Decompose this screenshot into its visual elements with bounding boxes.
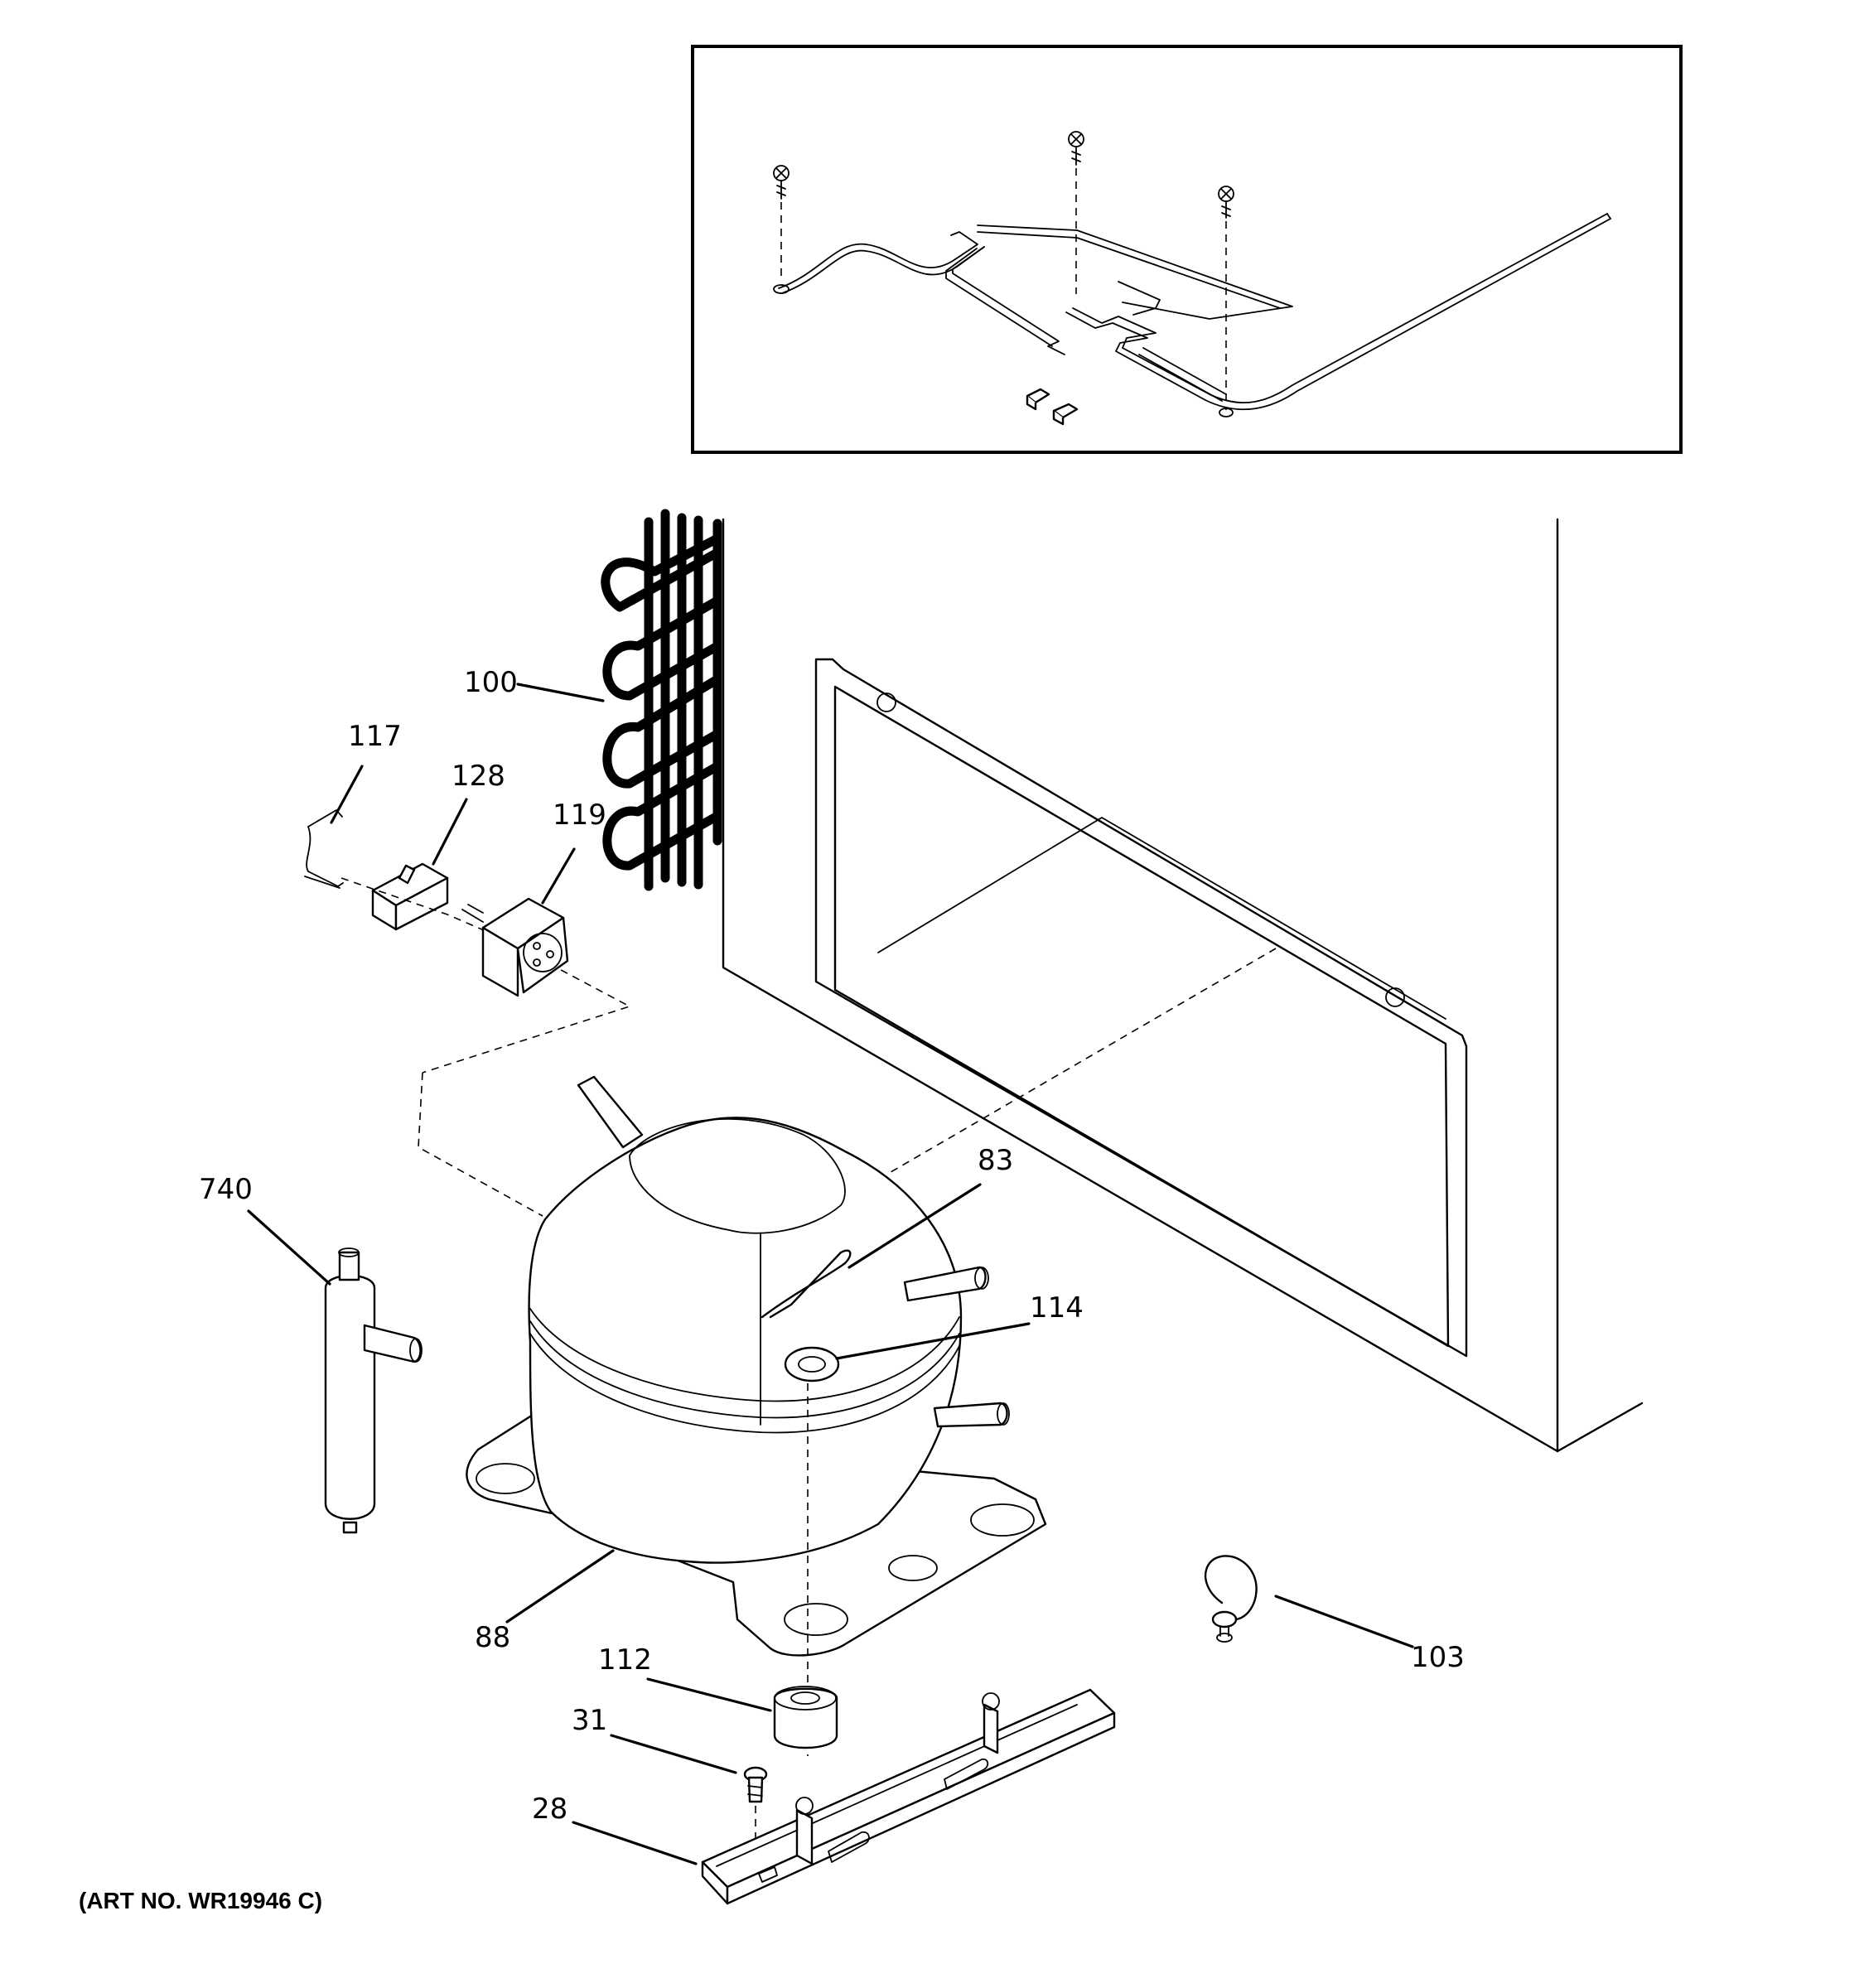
overload-relay	[340, 862, 632, 1217]
grommet	[773, 1686, 838, 1749]
callout-100: 100	[464, 666, 518, 699]
callout-117: 117	[348, 720, 402, 753]
heater-wire	[773, 213, 1611, 417]
inset-screw-right	[1218, 186, 1234, 410]
art-number: (ART NO. WR19946 C)	[79, 1888, 322, 1913]
dryer	[324, 1247, 423, 1534]
callout-labels: 100 117 128 119 740 83 114 88 103 112 31…	[199, 666, 1465, 1826]
inset-screw-middle	[1068, 131, 1084, 294]
heater-wire-inset	[691, 45, 1683, 454]
callout-88: 88	[475, 1621, 510, 1654]
overload-clip	[304, 809, 344, 889]
callout-28: 28	[532, 1793, 567, 1826]
start-relay	[461, 897, 569, 997]
callout-119: 119	[553, 799, 606, 832]
cabinet-outline	[722, 518, 1644, 1453]
callout-83: 83	[978, 1144, 1013, 1177]
inset-screw-left	[773, 165, 790, 280]
callout-31: 31	[572, 1704, 607, 1737]
mounting-screw	[743, 1766, 768, 1880]
inset-wire-connectors	[1026, 388, 1079, 426]
condenser-coil	[601, 509, 722, 891]
leader-lines	[247, 683, 1414, 1865]
base-bracket	[701, 1688, 1116, 1905]
callout-114: 114	[1030, 1291, 1084, 1325]
callout-128: 128	[452, 760, 505, 793]
compressor	[466, 1075, 1047, 1756]
callout-740: 740	[199, 1173, 253, 1206]
inset-frame	[691, 45, 1683, 454]
callout-112: 112	[598, 1643, 652, 1677]
tube-clamp	[1204, 1555, 1258, 1643]
callout-103: 103	[1411, 1641, 1465, 1674]
